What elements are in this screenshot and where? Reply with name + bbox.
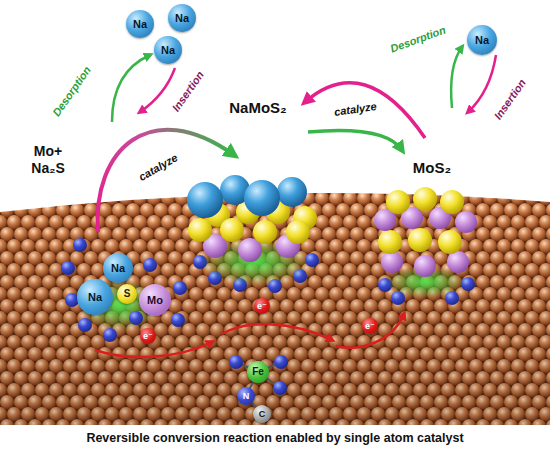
sodium-atom: Na [126, 10, 154, 38]
atom-symbol: N [243, 392, 250, 401]
nitrogen-sphere [61, 261, 75, 275]
atom-symbol: e⁻ [365, 322, 375, 331]
electron-marker: e⁻ [362, 318, 378, 334]
atom-symbol: Na [133, 19, 147, 30]
nitrogen-sphere [273, 381, 287, 395]
formula-label: MoS₂ [413, 159, 451, 177]
molybdenum-sphere [414, 255, 436, 277]
nitrogen-sphere [78, 318, 92, 332]
electron-path [95, 342, 212, 357]
nitrogen-sphere [143, 258, 157, 272]
sulfur-sphere [220, 218, 244, 242]
sodium-atom: Na [154, 36, 182, 64]
atom-symbol: Na [475, 35, 489, 46]
sodium-atom: Na [467, 25, 497, 55]
process-label: Insertion [491, 77, 528, 123]
atom-symbol: S [124, 289, 131, 299]
atom-symbol: Na [175, 13, 189, 24]
sulfur-sphere [386, 190, 410, 214]
surface-shading [0, 193, 550, 425]
atom-symbol: Fe [252, 367, 264, 377]
nitrogen-sphere [103, 328, 117, 342]
insertion-arrow [468, 55, 496, 112]
sulfur-sphere [413, 187, 437, 211]
nitrogen-sphere [129, 311, 143, 325]
carbon-surface [0, 193, 550, 425]
atom-symbol: Na [161, 45, 175, 56]
iron-atom: Fe [247, 361, 269, 383]
sulfur-sphere [188, 218, 212, 242]
molybdenum-atom: Mo [139, 284, 171, 316]
figure-caption: Reversible conversion reaction enabled b… [86, 431, 463, 445]
molybdenum-sphere [455, 211, 477, 233]
catalyze-arrow [98, 130, 234, 232]
sulfur-sphere [440, 190, 464, 214]
molybdenum-sphere [381, 251, 403, 273]
molybdenum-sphere [447, 251, 469, 273]
carbon-atom: C [253, 405, 271, 423]
sodium-atom: Na [77, 279, 113, 315]
formula-label: Mo+ Na₂S [31, 143, 64, 177]
nitrogen-atom: N [237, 387, 255, 405]
sulfur-sphere [438, 230, 462, 254]
sodium-atom: Na [103, 253, 133, 283]
electron-marker: e⁻ [254, 298, 270, 314]
atom-symbol: Mo [147, 295, 163, 306]
atom-symbol: e⁻ [257, 302, 267, 311]
atom-symbol: Na [88, 292, 102, 303]
electron-path [336, 314, 404, 348]
desorption-arrow [451, 47, 462, 108]
formula-label: NaMoS₂ [229, 99, 287, 117]
sodium-sphere [187, 182, 223, 218]
sulfur-sphere [408, 228, 432, 252]
process-label: catalyze [136, 152, 180, 185]
sodium-atom: Na [168, 4, 196, 32]
process-label: catalyze [333, 100, 377, 119]
sulfur-sphere [253, 220, 277, 244]
sulfur-atom: S [117, 284, 137, 304]
atom-symbol: e⁻ [143, 332, 153, 341]
nitrogen-sphere [173, 281, 187, 295]
desorption-arrow [112, 55, 150, 122]
nitrogen-sphere [171, 313, 185, 327]
electron-marker: e⁻ [140, 328, 156, 344]
atom-symbol: Na [111, 263, 125, 274]
sodium-sphere [244, 180, 280, 216]
process-label: Desorption [388, 24, 447, 56]
sulfur-sphere [378, 230, 402, 254]
nitrogen-sphere [274, 355, 288, 369]
catalyze-arrow [308, 130, 402, 150]
process-label: Insertion [169, 69, 206, 115]
sulfur-sphere [286, 220, 310, 244]
sodium-sphere [277, 177, 307, 207]
nitrogen-sphere [73, 238, 87, 252]
nitrogen-sphere [229, 355, 243, 369]
electron-path [222, 324, 332, 340]
atom-symbol: C [259, 410, 266, 419]
process-label: Desorption [50, 64, 94, 119]
